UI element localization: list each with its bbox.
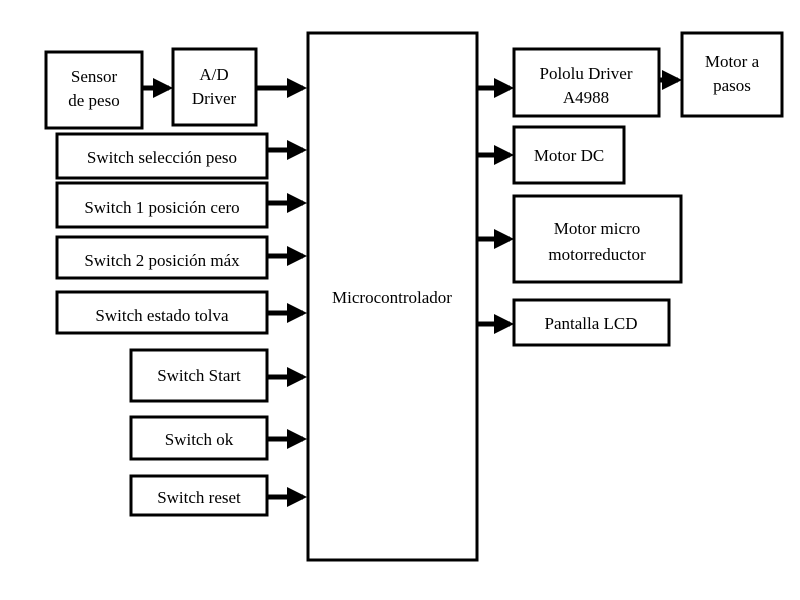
switch-1-posicion-cero-block: Switch 1 posición cero <box>55 181 269 229</box>
switch-reset-label: Switch reset <box>157 488 241 507</box>
motor-micro-label-line1: Motor micro <box>554 219 640 238</box>
motor-micro-label-line2: motorreductor <box>548 245 646 264</box>
pololu-driver-label-line1: Pololu Driver <box>539 64 632 83</box>
pantalla-lcd-block: Pantalla LCD <box>512 298 671 347</box>
switch-estado-tolva-label: Switch estado tolva <box>95 306 229 325</box>
ad-driver-label-line1: A/D <box>199 65 228 84</box>
pololu-driver-label-line2: A4988 <box>563 88 609 107</box>
ad-driver-block: A/D Driver <box>171 47 258 127</box>
sensor-peso-label-line2: de peso <box>68 91 119 110</box>
switch-ok-block: Switch ok <box>129 415 269 461</box>
switch-start-block: Switch Start <box>129 348 269 403</box>
switch-ok-label: Switch ok <box>165 430 234 449</box>
microcontroller-label: Microcontrolador <box>332 288 452 307</box>
microcontroller-block: Microcontrolador <box>306 31 479 562</box>
pololu-driver-block: Pololu Driver A4988 <box>512 47 661 118</box>
switch-seleccion-peso-label: Switch selección peso <box>87 148 237 167</box>
switch-1-posicion-cero-label: Switch 1 posición cero <box>84 198 239 217</box>
switch-start-label: Switch Start <box>157 366 241 385</box>
motor-micro-block: Motor micro motorreductor <box>512 194 683 284</box>
motor-dc-label: Motor DC <box>534 146 604 165</box>
motor-a-pasos-label-line2: pasos <box>713 76 751 95</box>
switch-estado-tolva-block: Switch estado tolva <box>55 290 269 335</box>
ad-driver-label-line2: Driver <box>192 89 237 108</box>
motor-dc-block: Motor DC <box>512 125 626 185</box>
sensor-peso-block: Sensor de peso <box>44 50 144 130</box>
switch-seleccion-peso-block: Switch selección peso <box>55 132 269 180</box>
motor-a-pasos-label-line1: Motor a <box>705 52 760 71</box>
switch-2-posicion-max-label: Switch 2 posición máx <box>84 251 240 270</box>
switch-reset-block: Switch reset <box>129 474 269 517</box>
sensor-peso-label-line1: Sensor <box>71 67 118 86</box>
motor-a-pasos-block: Motor a pasos <box>680 31 784 118</box>
pantalla-lcd-label: Pantalla LCD <box>544 314 637 333</box>
switch-2-posicion-max-block: Switch 2 posición máx <box>55 235 269 280</box>
